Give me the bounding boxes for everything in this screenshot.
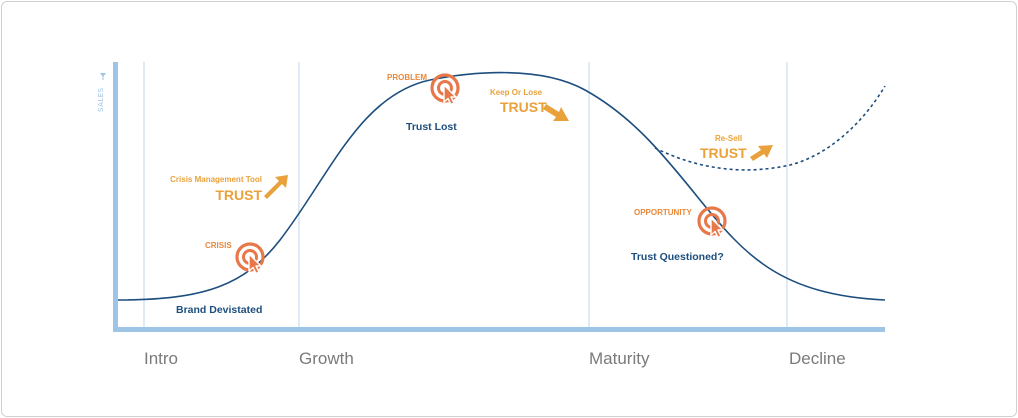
resell-small: Re-Sell	[715, 134, 742, 143]
keep-or-lose-small: Keep Or Lose	[490, 88, 543, 97]
target-cursor-icon	[235, 242, 265, 276]
crisis-caption: Brand Devistated	[176, 304, 262, 316]
svg-text:SALES: SALES	[97, 87, 105, 112]
arrow-up-right-icon	[264, 175, 288, 199]
stage-maturity: Maturity	[589, 349, 650, 368]
stage-intro: Intro	[144, 349, 178, 368]
y-axis	[113, 62, 118, 332]
crisis-tool-big: TRUST	[215, 187, 262, 203]
opportunity-caption: Trust Questioned?	[631, 251, 724, 263]
resell-big: TRUST	[700, 145, 747, 161]
target-cursor-icon	[430, 73, 460, 107]
crisis-tag: CRISIS	[205, 241, 232, 250]
arrow-up-icon	[100, 73, 106, 77]
arrow-up-right-icon	[750, 145, 773, 161]
target-cursor-icon	[697, 206, 727, 240]
x-axis	[113, 327, 885, 332]
arrow-down-right-icon	[543, 104, 569, 121]
problem-tag: PROBLEM	[387, 73, 427, 82]
keep-or-lose-big: TRUST	[500, 99, 547, 115]
stage-growth: Growth	[299, 349, 354, 368]
crisis-tool-small: Crisis Management Tool	[170, 175, 262, 184]
problem-caption: Trust Lost	[406, 121, 457, 133]
lifecycle-curve	[117, 71, 886, 301]
opportunity-tag: OPPORTUNITY	[634, 208, 692, 217]
stage-decline: Decline	[789, 349, 846, 368]
y-axis-label: SALES	[97, 87, 105, 112]
resell-curve	[654, 85, 886, 171]
